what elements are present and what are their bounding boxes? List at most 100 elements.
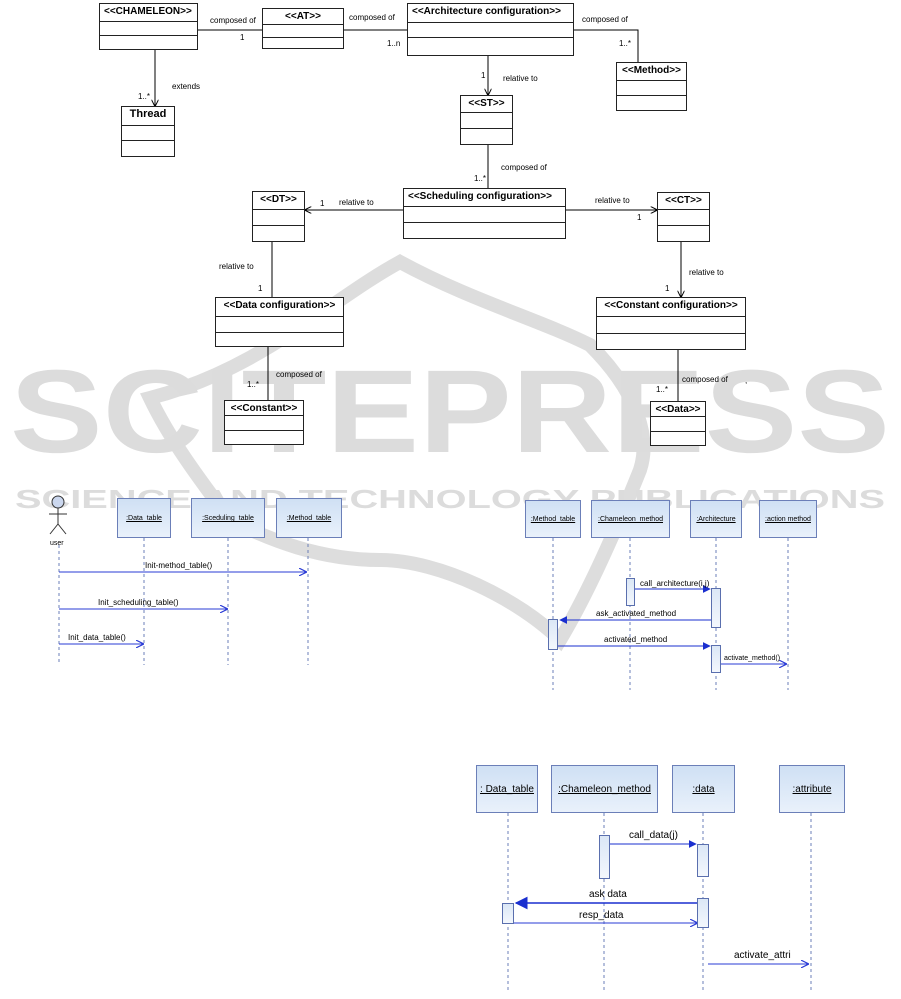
class-attributes <box>253 209 304 210</box>
lifeline-head-chameleon-method-3: :Chameleon_method <box>551 765 658 813</box>
label-chameleon-thread: extends <box>172 82 201 91</box>
class-operations <box>461 128 512 129</box>
activation-data-2 <box>697 898 709 928</box>
class-chameleon: <<CHAMELEON>> <box>99 3 198 50</box>
label-activated-method: activated_method <box>604 635 668 644</box>
class-attributes <box>651 416 705 417</box>
class-scheduling-configuration: <<Scheduling configuration>> <box>403 188 566 239</box>
activation-architecture-2 <box>711 645 721 673</box>
mult-chameleon-at: 1 <box>240 33 245 42</box>
class-architecture-configuration: <<Architecture configuration>> <box>407 3 574 56</box>
lifeline-head-method-table-2: :Method_table <box>525 500 581 538</box>
label-ct-constconf: relative to <box>689 268 724 277</box>
mult-dataconf-constant: 1..* <box>247 380 260 389</box>
class-name: <<AT>> <box>285 11 321 22</box>
label-call-data: call_data(j) <box>629 830 678 841</box>
mult-arch-st: 1 <box>481 71 486 80</box>
activation-data-table-3 <box>502 903 514 924</box>
class-operations <box>263 37 343 38</box>
class-operations <box>100 35 197 36</box>
watermark-brand: SCITEPRESS <box>10 346 890 478</box>
label-stray-comma: , <box>745 376 748 385</box>
lifeline-head-data-table-3: : Data_table <box>476 765 538 813</box>
mult-constconf-data: 1..* <box>656 385 669 394</box>
class-attributes <box>404 206 565 207</box>
label-init-scheduling-table: Init_scheduling_table() <box>98 598 179 607</box>
class-operations <box>658 225 709 226</box>
sequence-1-actor <box>49 495 67 535</box>
class-data-configuration: <<Data configuration>> <box>215 297 344 347</box>
mult-at-arch: 1..n <box>387 39 401 48</box>
assoc-arch-method <box>562 26 639 62</box>
label-st-sched: composed of <box>501 163 547 172</box>
activation-architecture-1 <box>711 588 721 628</box>
class-name: <<DT>> <box>260 194 297 205</box>
class-st: <<ST>> <box>460 95 513 145</box>
label-dt-dataconf: relative to <box>219 262 254 271</box>
activation-chameleon-method-3 <box>599 835 610 879</box>
label-call-architecture: call_architecture(i,j) <box>640 579 710 588</box>
class-attributes <box>408 22 573 23</box>
class-name: <<Scheduling configuration>> <box>408 191 552 202</box>
class-name: <<Method>> <box>622 65 681 76</box>
label-ask-activated-method: ask_activated_method <box>596 609 677 618</box>
label-activate-method: activate_method() <box>724 655 781 662</box>
mult-dt-dataconf: 1 <box>258 284 263 293</box>
class-name: <<Data configuration>> <box>223 300 336 311</box>
class-at: <<AT>> <box>262 8 344 49</box>
class-attributes <box>216 316 343 317</box>
class-name: <<Constant configuration>> <box>604 300 738 311</box>
lifeline-head-action-method: :action method <box>759 500 817 538</box>
class-attributes <box>658 209 709 210</box>
lifeline-head-sceduling-table: :Sceduling_table <box>191 498 265 538</box>
actor-user-label: user <box>50 540 64 547</box>
label-arch-st: relative to <box>503 74 538 83</box>
label-sched-ct: relative to <box>595 196 630 205</box>
class-operations <box>216 332 343 333</box>
lifeline-head-chameleon-method-2: :Chameleon_method <box>591 500 670 538</box>
class-attributes <box>617 80 686 81</box>
label-resp-data: resp_data <box>579 910 624 921</box>
label-dataconf-constant: composed of <box>276 370 322 379</box>
lifeline-head-architecture: :Architecture <box>690 500 742 538</box>
lifeline-head-data-table-1: :Data_table <box>117 498 171 538</box>
mult-chameleon-thread: 1..* <box>138 92 151 101</box>
class-name: <<ST>> <box>468 98 505 109</box>
mult-st-sched: 1..* <box>474 174 487 183</box>
class-attributes <box>263 24 343 25</box>
label-arch-method: composed of <box>582 15 628 24</box>
class-attributes <box>225 415 303 416</box>
class-attributes <box>122 125 174 126</box>
class-name: <<Architecture configuration>> <box>412 6 561 17</box>
class-operations <box>253 225 304 226</box>
activation-method-table-2 <box>548 619 558 650</box>
label-init-data-table: Init_data_table() <box>68 633 126 642</box>
class-operations <box>651 431 705 432</box>
activation-data-1 <box>697 844 709 877</box>
mult-ct-constconf: 1 <box>665 284 670 293</box>
class-method: <<Method>> <box>616 62 687 111</box>
mult-sched-ct: 1 <box>637 213 642 222</box>
class-operations <box>225 430 303 431</box>
class-name: <<Constant>> <box>230 403 298 414</box>
class-constant: <<Constant>> <box>224 400 304 445</box>
mult-sched-dt: 1 <box>320 199 325 208</box>
class-constant-configuration: <<Constant configuration>> <box>596 297 746 350</box>
class-attributes <box>461 112 512 113</box>
activation-chameleon-method-2 <box>626 578 635 606</box>
label-chameleon-at: composed of <box>210 16 256 25</box>
class-name: Thread <box>129 108 167 120</box>
label-ask-data: ask data <box>589 889 627 900</box>
class-attributes <box>597 316 745 317</box>
label-at-arch: composed of <box>349 13 395 22</box>
lifeline-head-data: :data <box>672 765 735 813</box>
class-operations <box>617 95 686 96</box>
class-operations <box>122 140 174 141</box>
label-sched-dt: relative to <box>339 198 374 207</box>
class-dt: <<DT>> <box>252 191 305 242</box>
class-data: <<Data>> <box>650 401 706 446</box>
class-name: <<Data>> <box>655 404 701 415</box>
